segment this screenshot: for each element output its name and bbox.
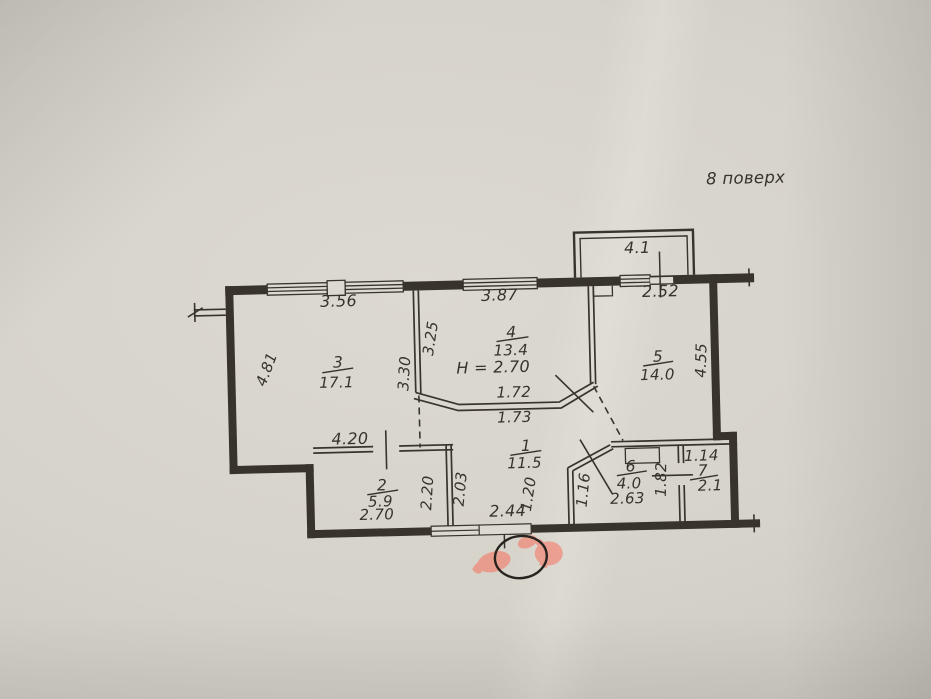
door-room7 <box>651 474 693 477</box>
room3-area: 17.1 <box>319 373 354 392</box>
door-room4-bay <box>554 374 594 413</box>
dim-hall-left-of-room6: 1.20 <box>517 476 540 513</box>
floor-label: 8 поверх <box>706 167 786 188</box>
room1-number: 1 <box>521 437 532 455</box>
dim-room3-top: 3.56 <box>320 291 357 311</box>
wall-break-ticks <box>187 268 756 533</box>
entrance-mark <box>472 534 563 580</box>
room7-area: 2.1 <box>698 476 723 495</box>
ceiling-height-label: H = 2.70 <box>456 357 530 378</box>
door-leaves <box>384 374 693 495</box>
red-marker-highlight <box>472 535 563 574</box>
dim-room3-left: 4.81 <box>252 350 281 389</box>
room4-area: 13.4 <box>493 341 528 360</box>
dim-room7-top: 1.14 <box>684 446 719 465</box>
dim-room2-bottom: 2.70 <box>359 505 394 524</box>
room-label-underlines <box>322 336 719 496</box>
room3-number: 3 <box>333 353 344 371</box>
dashed-partitions <box>418 385 624 448</box>
room2-area: 5.9 <box>368 492 393 511</box>
dim-bay-outer: 1.73 <box>497 408 532 427</box>
dim-room6-width: 2.63 <box>610 489 645 508</box>
dim-room7-left: 1.82 <box>652 462 670 497</box>
balcony-area: 4.1 <box>624 238 651 258</box>
room5-area: 14.0 <box>640 365 675 384</box>
dim-entrance-width: 2.44 <box>489 501 526 521</box>
door-room6 <box>579 439 614 495</box>
dim-bay-inner: 1.72 <box>496 383 531 402</box>
dim-room5-top: 2.52 <box>642 281 679 301</box>
balcony-door-opening <box>650 275 674 285</box>
windows <box>266 274 674 297</box>
room4-number: 4 <box>506 323 517 341</box>
dim-room2-top: 4.20 <box>331 429 368 449</box>
dim-room5-right: 4.55 <box>692 343 711 378</box>
room6-number: 6 <box>625 457 636 475</box>
door-room2 <box>384 430 388 470</box>
pen-circle <box>493 534 548 580</box>
entrance-opening <box>430 523 532 549</box>
interior-walls <box>313 285 738 529</box>
balcony-outline <box>572 228 696 298</box>
room6-area: 4.0 <box>616 474 641 493</box>
room5-number: 5 <box>653 348 664 366</box>
dim-room4-left: 3.25 <box>419 320 442 357</box>
dim-hall-right-of-room2: 2.03 <box>450 471 471 507</box>
room2-number: 2 <box>377 476 388 494</box>
dim-room3-right: 3.30 <box>394 356 414 392</box>
dim-room4-top: 3.87 <box>481 285 519 305</box>
dim-room6-left: 1.16 <box>573 472 594 508</box>
dim-room2-right: 2.20 <box>417 475 437 511</box>
room1-area: 11.5 <box>507 454 542 473</box>
balcony-door-leaf <box>658 251 662 298</box>
room7-number: 7 <box>697 461 708 479</box>
duct-shaft <box>624 446 661 465</box>
